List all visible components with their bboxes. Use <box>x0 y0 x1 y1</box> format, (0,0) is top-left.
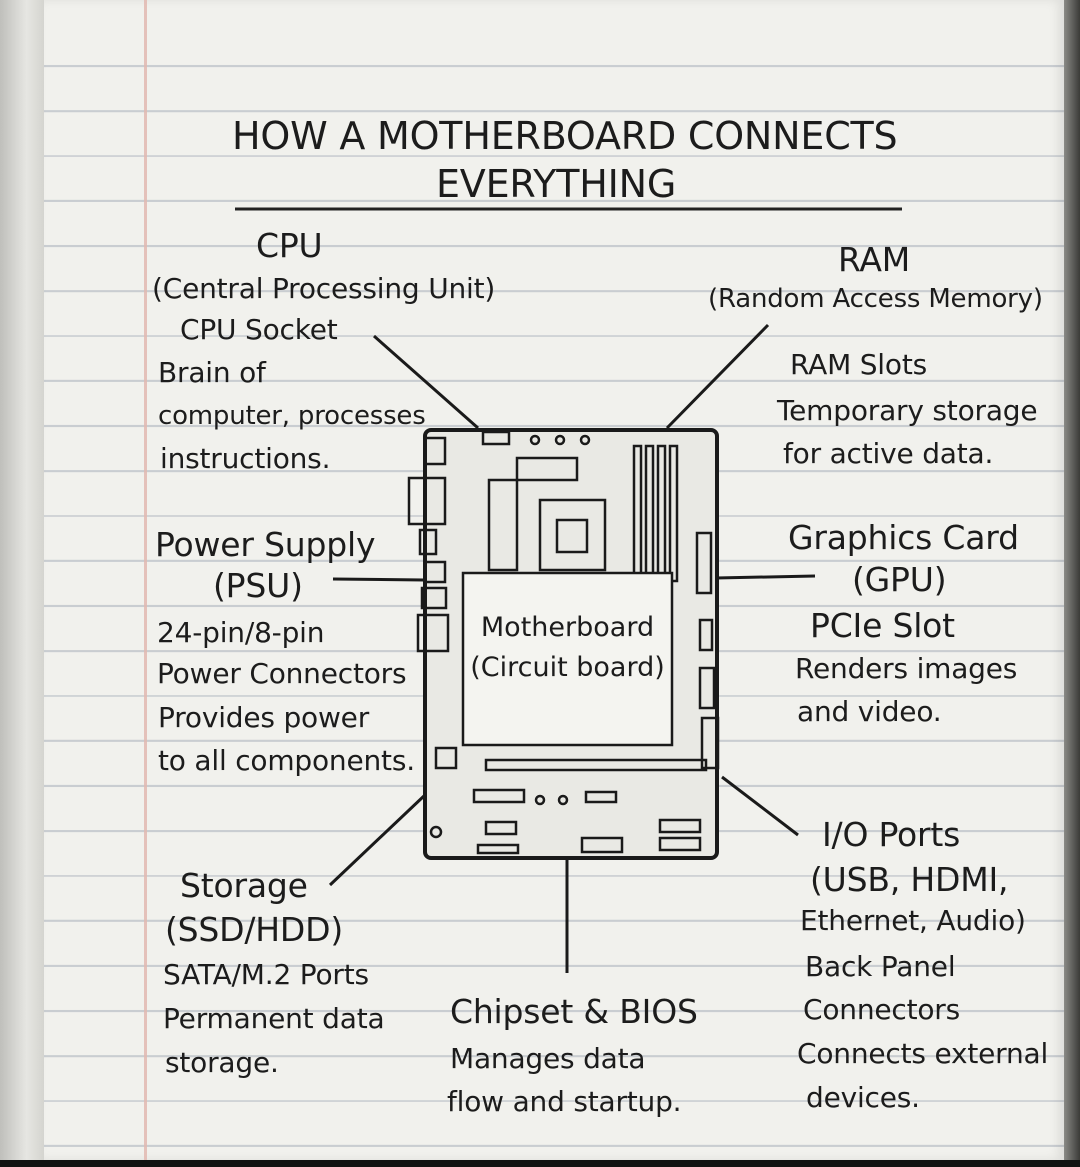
gpu-desc-line-2: and video. <box>797 695 942 728</box>
cpu-desc-line-2: computer, processes <box>158 401 426 431</box>
ram-desc-line-2: for active data. <box>783 437 994 470</box>
gpu-slot-label: PCIe Slot <box>810 606 955 645</box>
margin-line <box>144 0 147 1160</box>
io-desc-line-2: devices. <box>806 1081 920 1114</box>
ram-full-name: (Random Access Memory) <box>708 284 1043 314</box>
psu-connectors-line-2: Power Connectors <box>157 657 407 690</box>
io-desc-line-1: Connects external <box>797 1037 1049 1070</box>
chipset-desc-line-1: Manages data <box>450 1042 646 1075</box>
title-line-1: HOW A MOTHERBOARD CONNECTS <box>232 114 898 158</box>
motherboard-sublabel: (Circuit board) <box>470 652 665 683</box>
storage-desc-line-2: storage. <box>165 1046 279 1079</box>
notebook-right-edge <box>1064 0 1080 1160</box>
psu-connector-line <box>332 577 425 582</box>
gpu-desc-line-1: Renders images <box>795 652 1018 685</box>
chipset-desc-line-2: flow and startup. <box>447 1085 682 1118</box>
storage-name: Storage <box>180 866 308 905</box>
title-line-2: EVERYTHING <box>436 162 677 206</box>
ram-slots-label: RAM Slots <box>790 348 927 381</box>
ram-desc-line-1: Temporary storage <box>777 394 1038 427</box>
ram-connector-line <box>665 323 770 430</box>
storage-desc-line-1: Permanent data <box>163 1002 385 1035</box>
motherboard-label-card <box>461 571 674 747</box>
psu-name: Power Supply <box>155 525 376 564</box>
io-full-line-1: (USB, HDMI, <box>810 860 1009 899</box>
cpu-desc-line-1: Brain of <box>158 356 266 389</box>
cpu-connector-line <box>373 334 479 430</box>
io-connector-line <box>721 775 799 837</box>
storage-full-name: (SSD/HDD) <box>165 910 344 949</box>
psu-desc-line-1: Provides power <box>158 701 370 734</box>
gpu-connector-line <box>715 574 816 580</box>
io-connectors-line-2: Connectors <box>803 993 961 1026</box>
cpu-name: CPU <box>256 226 323 265</box>
psu-desc-line-2: to all components. <box>158 744 415 777</box>
io-full-line-2: Ethernet, Audio) <box>800 904 1026 937</box>
storage-connector-line <box>328 793 427 887</box>
gpu-full-name: (GPU) <box>852 560 947 599</box>
motherboard-label: Motherboard <box>480 612 655 643</box>
io-connectors-line-1: Back Panel <box>805 950 956 983</box>
cpu-full-name: (Central Processing Unit) <box>152 272 496 305</box>
psu-connectors-line-1: 24-pin/8-pin <box>157 616 325 649</box>
io-name: I/O Ports <box>822 815 961 854</box>
storage-ports-label: SATA/M.2 Ports <box>163 958 369 991</box>
screen-bottom-bar <box>0 1160 1080 1167</box>
ram-name: RAM <box>838 240 911 279</box>
notebook-left-page <box>0 0 44 1160</box>
gpu-name: Graphics Card <box>788 518 1019 557</box>
cpu-desc-line-3: instructions. <box>160 442 331 475</box>
chipset-name: Chipset & BIOS <box>450 992 698 1031</box>
cpu-socket-label: CPU Socket <box>180 313 338 346</box>
psu-full-name: (PSU) <box>213 566 303 605</box>
